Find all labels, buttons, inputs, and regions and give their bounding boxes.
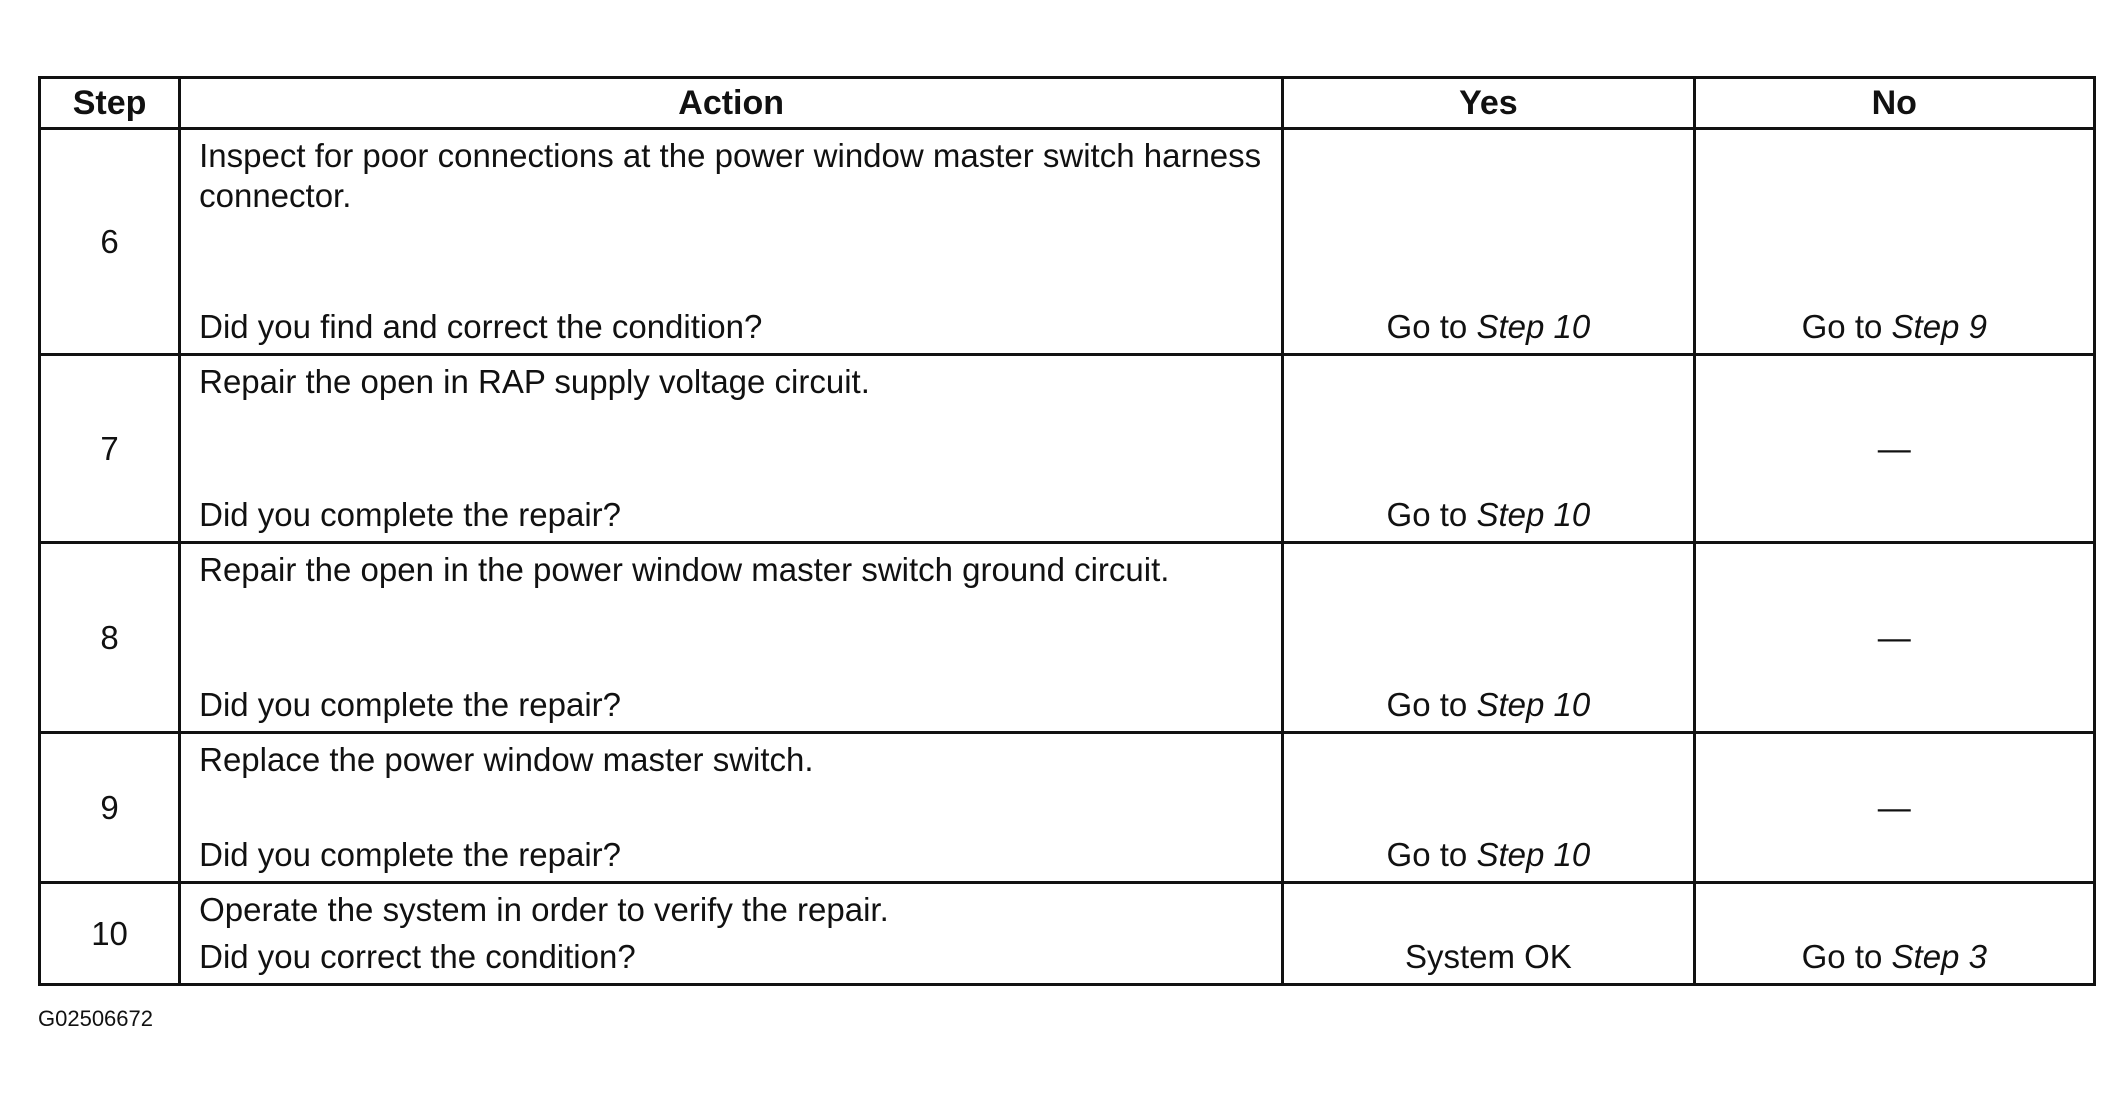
- no-cell: Go to Step 3: [1692, 881, 2097, 986]
- header-row: Step Action Yes No: [37, 76, 2097, 130]
- no-dash: —: [1877, 429, 1911, 467]
- no-cell: —: [1692, 353, 2097, 544]
- yes-cell: Go to Step 10: [1281, 353, 1696, 544]
- action-cell: Replace the power window master switch. …: [178, 731, 1285, 884]
- question-text: Did you correct the condition?: [199, 938, 636, 975]
- action-text: Repair the open in RAP supply voltage ci…: [199, 363, 870, 400]
- no-prefix: Go to: [1801, 308, 1892, 345]
- yes-answer: Go to Step 10: [1284, 835, 1692, 875]
- header-action: Action: [178, 76, 1285, 130]
- header-step: Step: [37, 76, 182, 130]
- no-answer: Go to Step 9: [1696, 307, 2093, 347]
- diagnostic-table: Step Action Yes No 6 Inspect for poor co…: [37, 76, 2097, 986]
- yes-prefix: Go to: [1386, 308, 1477, 345]
- action-cell: Repair the open in RAP supply voltage ci…: [178, 353, 1285, 544]
- action-cell: Repair the open in the power window mast…: [178, 541, 1285, 734]
- yes-answer: Go to Step 10: [1284, 685, 1692, 725]
- no-cell: Go to Step 9: [1692, 127, 2097, 356]
- action-text: Operate the system in order to verify th…: [199, 891, 889, 928]
- question-text: Did you complete the repair?: [199, 686, 622, 723]
- yes-prefix: Go to: [1386, 496, 1477, 533]
- question-text: Did you complete the repair?: [199, 836, 622, 873]
- table-row: 10 Operate the system in order to verify…: [37, 881, 2097, 986]
- yes-prefix: Go to: [1386, 686, 1477, 723]
- no-cell: —: [1692, 541, 2097, 734]
- step-number: 9: [37, 731, 182, 884]
- no-prefix: Go to: [1801, 938, 1892, 975]
- yes-answer: System OK: [1404, 938, 1572, 975]
- yes-prefix: Go to: [1386, 836, 1477, 873]
- yes-cell: Go to Step 10: [1281, 127, 1696, 356]
- no-answer: Go to Step 3: [1696, 937, 2093, 977]
- header-yes: Yes: [1281, 76, 1696, 130]
- yes-step-ref: Step 10: [1476, 686, 1591, 723]
- step-number: 6: [37, 127, 182, 356]
- no-step-ref: Step 9: [1891, 308, 1987, 345]
- yes-cell: System OK: [1281, 881, 1696, 986]
- step-number: 10: [37, 881, 182, 986]
- action-text: Replace the power window master switch.: [199, 741, 814, 778]
- question-text: Did you find and correct the condition?: [199, 308, 763, 345]
- no-cell: —: [1692, 731, 2097, 884]
- action-cell: Operate the system in order to verify th…: [178, 881, 1285, 986]
- yes-step-ref: Step 10: [1476, 308, 1591, 345]
- table-row: 7 Repair the open in RAP supply voltage …: [37, 353, 2097, 544]
- question-text: Did you complete the repair?: [199, 496, 622, 533]
- yes-answer: Go to Step 10: [1284, 495, 1692, 535]
- yes-answer: Go to Step 10: [1284, 307, 1692, 347]
- yes-cell: Go to Step 10: [1281, 731, 1696, 884]
- table-row: 6 Inspect for poor connections at the po…: [37, 127, 2097, 356]
- table-row: 8 Repair the open in the power window ma…: [37, 541, 2097, 734]
- yes-step-ref: Step 10: [1476, 496, 1591, 533]
- action-text: Inspect for poor connections at the powe…: [199, 137, 1262, 214]
- header-no: No: [1692, 76, 2097, 130]
- action-cell: Inspect for poor connections at the powe…: [178, 127, 1285, 356]
- step-number: 7: [37, 353, 182, 544]
- step-number: 8: [37, 541, 182, 734]
- figure-id: G02506672: [38, 1006, 153, 1031]
- no-dash: —: [1877, 788, 1911, 826]
- yes-step-ref: Step 10: [1476, 836, 1591, 873]
- table-row: 9 Replace the power window master switch…: [37, 731, 2097, 884]
- action-text: Repair the open in the power window mast…: [199, 551, 1170, 588]
- no-dash: —: [1877, 618, 1911, 656]
- yes-cell: Go to Step 10: [1281, 541, 1696, 734]
- no-step-ref: Step 3: [1891, 938, 1987, 975]
